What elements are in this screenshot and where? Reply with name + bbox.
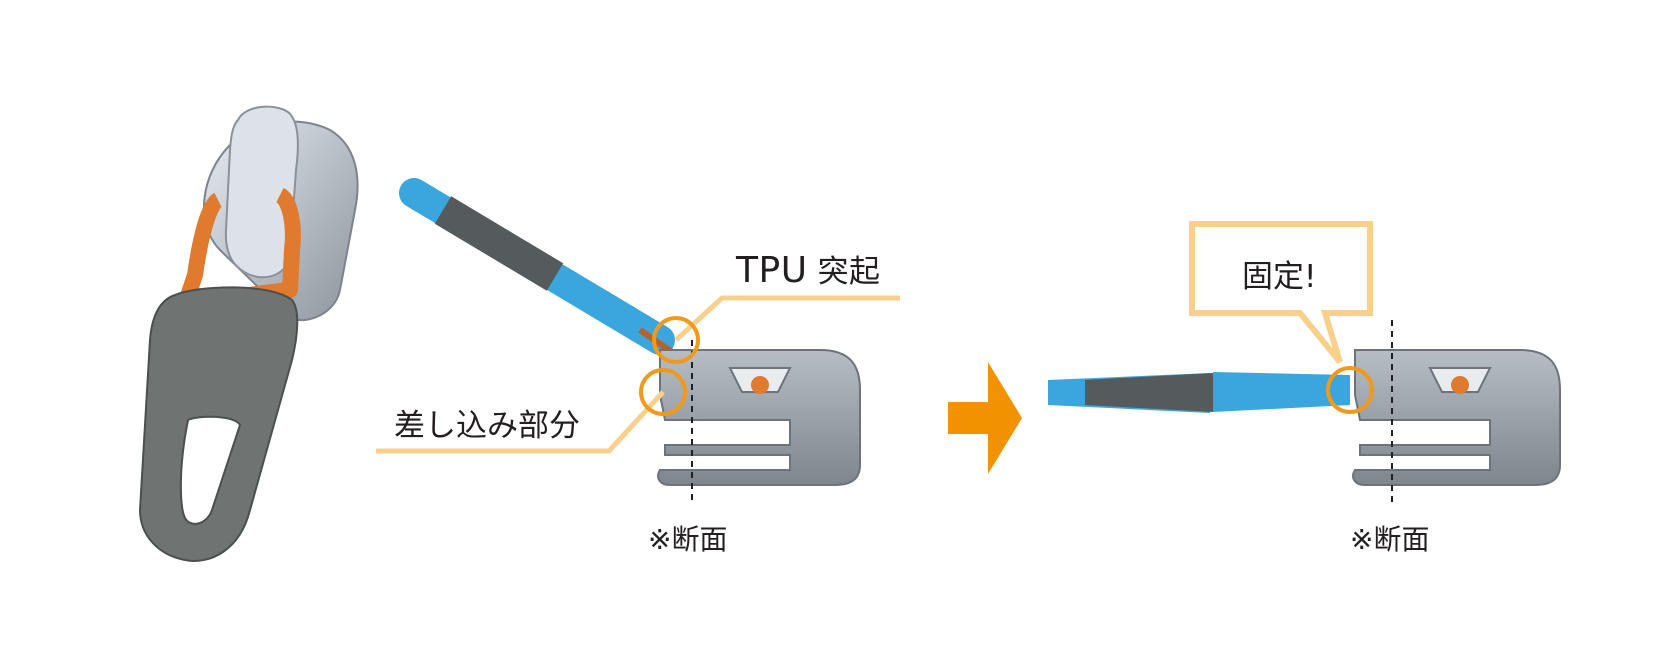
slider-pin [751,376,769,394]
section-label-right: ※断面 [1350,523,1430,556]
fixed-label: 固定! [1242,259,1317,295]
slider-section-right [1352,320,1561,505]
tab-fixed [1048,372,1350,413]
zipper-puller-illustration [138,105,359,562]
tab-angled [399,178,675,355]
tpu-label-suffix: 突起 [817,254,881,290]
pull-tab-hole [179,415,242,525]
slider-pin-right [1451,376,1469,394]
slider-shape [657,349,861,486]
speech-bubble-frame [1189,221,1373,364]
insert-part-label: 差し込み部分 [394,408,580,444]
highlight-circle-insert [639,368,687,416]
highlight-circle-fixed [1326,366,1374,414]
speech-bubble [1189,221,1373,364]
callout-line-tpu [674,295,900,342]
slider-cap [224,105,299,279]
tpu-label-main: TPU [736,250,808,291]
highlight-circle-tpu [652,316,700,364]
slider-section-left [657,340,861,505]
slider-shape-right [1352,349,1561,486]
arrow-icon [948,362,1022,474]
callout-line-insert [376,390,665,454]
tab-dark-section [434,196,564,291]
tab-blue-right [1213,372,1350,412]
section-label-left: ※断面 [648,523,728,556]
tab-dark-middle [1085,373,1213,412]
